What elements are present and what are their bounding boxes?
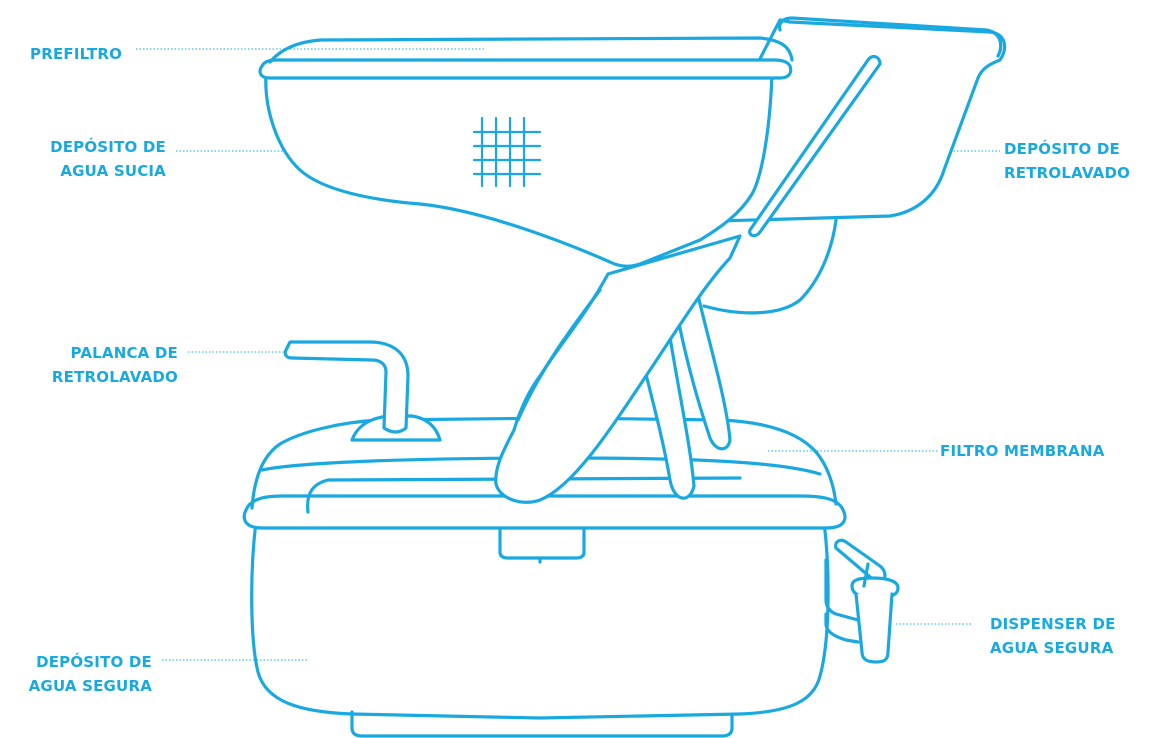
label-deposito-agua-sucia: DEPÓSITO DE AGUA SUCIA	[18, 135, 166, 183]
label-prefiltro-text: PREFILTRO	[30, 42, 122, 66]
label-dispenser-agua-segura-line2: AGUA SEGURA	[990, 636, 1116, 660]
membrane-filter	[496, 236, 740, 502]
dispenser-tap	[836, 540, 898, 662]
label-dispenser-agua-segura-line1: DISPENSER DE	[990, 612, 1116, 636]
label-palanca-retrolavado-line1: PALANCA DE	[10, 341, 178, 365]
label-deposito-agua-segura-line2: AGUA SEGURA	[6, 674, 152, 698]
label-prefiltro: PREFILTRO	[30, 42, 122, 66]
label-filtro-membrana: FILTRO MEMBRANA	[940, 439, 1105, 463]
label-deposito-agua-segura-line1: DEPÓSITO DE	[6, 650, 152, 674]
label-deposito-agua-segura: DEPÓSITO DE AGUA SEGURA	[6, 650, 152, 698]
label-deposito-agua-sucia-line1: DEPÓSITO DE	[18, 135, 166, 159]
label-palanca-retrolavado: PALANCA DE RETROLAVADO	[10, 341, 178, 389]
label-deposito-retrolavado: DEPÓSITO DE RETROLAVADO	[1004, 137, 1130, 185]
label-deposito-agua-sucia-line2: AGUA SUCIA	[18, 159, 166, 183]
label-deposito-retrolavado-line1: DEPÓSITO DE	[1004, 137, 1130, 161]
dirty-water-reservoir	[260, 38, 792, 266]
label-deposito-retrolavado-line2: RETROLAVADO	[1004, 161, 1130, 185]
label-dispenser-agua-segura: DISPENSER DE AGUA SEGURA	[990, 612, 1116, 660]
label-filtro-membrana-text: FILTRO MEMBRANA	[940, 439, 1105, 463]
label-palanca-retrolavado-line2: RETROLAVADO	[10, 365, 178, 389]
backwash-lever	[285, 342, 440, 440]
